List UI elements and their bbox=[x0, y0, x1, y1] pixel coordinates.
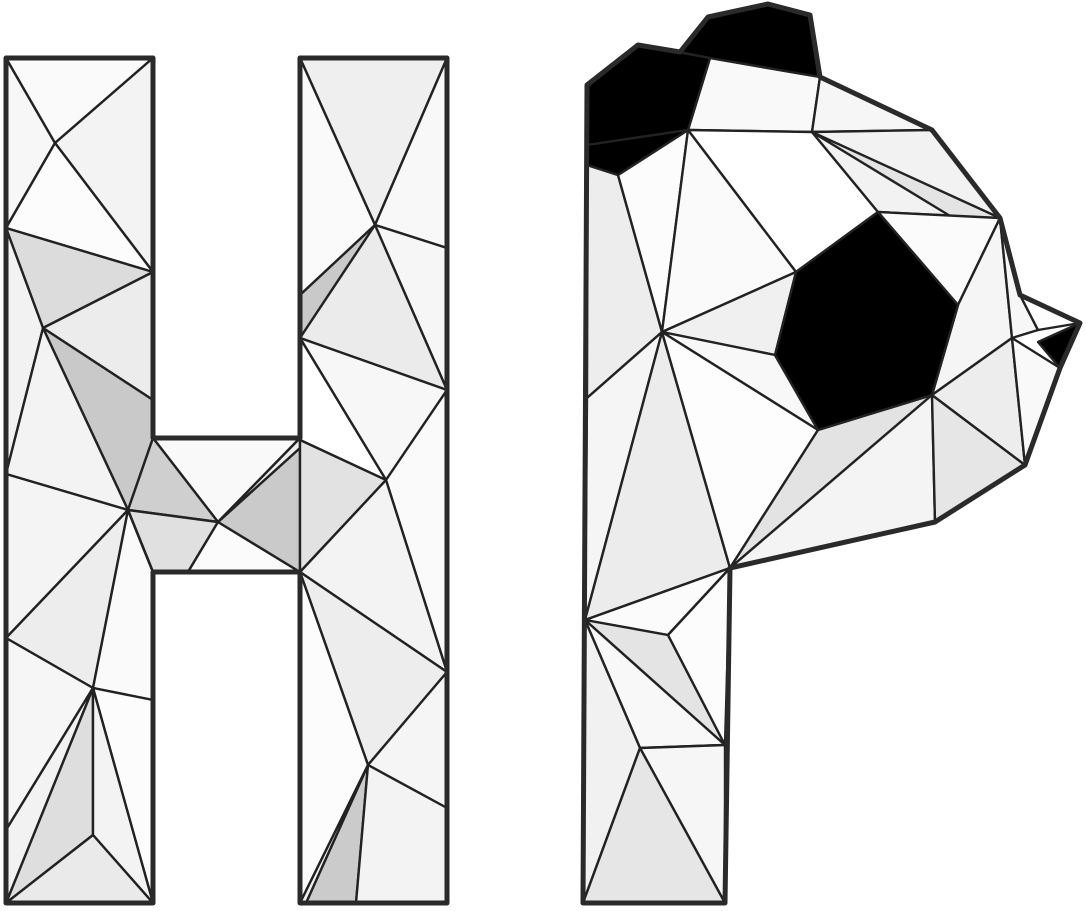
panda-eye-patch bbox=[773, 210, 960, 432]
letter-p-outline bbox=[580, 1, 1083, 906]
letter-h-left-stem bbox=[4, 56, 155, 905]
letter-h-outline bbox=[3, 55, 450, 906]
letter-p-panda bbox=[580, 1, 1083, 906]
letter-h-right-stem bbox=[298, 56, 449, 905]
panda-black-patches bbox=[585, 2, 1082, 432]
letter-p-head bbox=[660, 56, 1082, 570]
letter-p-stem bbox=[581, 128, 732, 905]
letter-h-crossbar bbox=[126, 436, 302, 574]
letter-h bbox=[3, 55, 450, 906]
